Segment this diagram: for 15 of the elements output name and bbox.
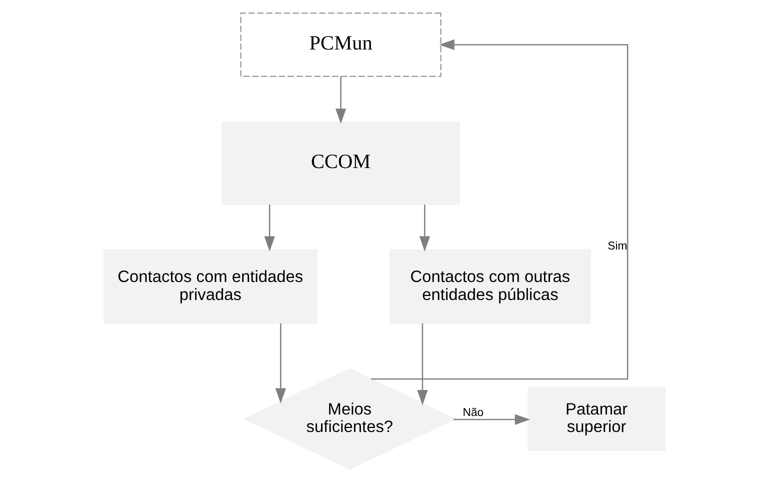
arrow [335,76,346,124]
node-box: CCOM [221,121,460,205]
arrow [418,204,430,252]
node-diamond: Meios suficientes? [242,368,456,470]
node-box: Patamar superior [527,386,666,452]
node-box: Contactos com entidades privadas [102,249,317,324]
edge-label: Sim [607,240,627,253]
arrow [370,39,628,380]
arrow [453,414,530,425]
node-box: Contactos com outras entidades públicas [389,249,590,324]
node-box: PCMun [240,12,441,78]
arrow [274,323,286,404]
arrow [416,323,428,406]
edge-label: Não [462,406,484,419]
arrow [264,204,274,252]
